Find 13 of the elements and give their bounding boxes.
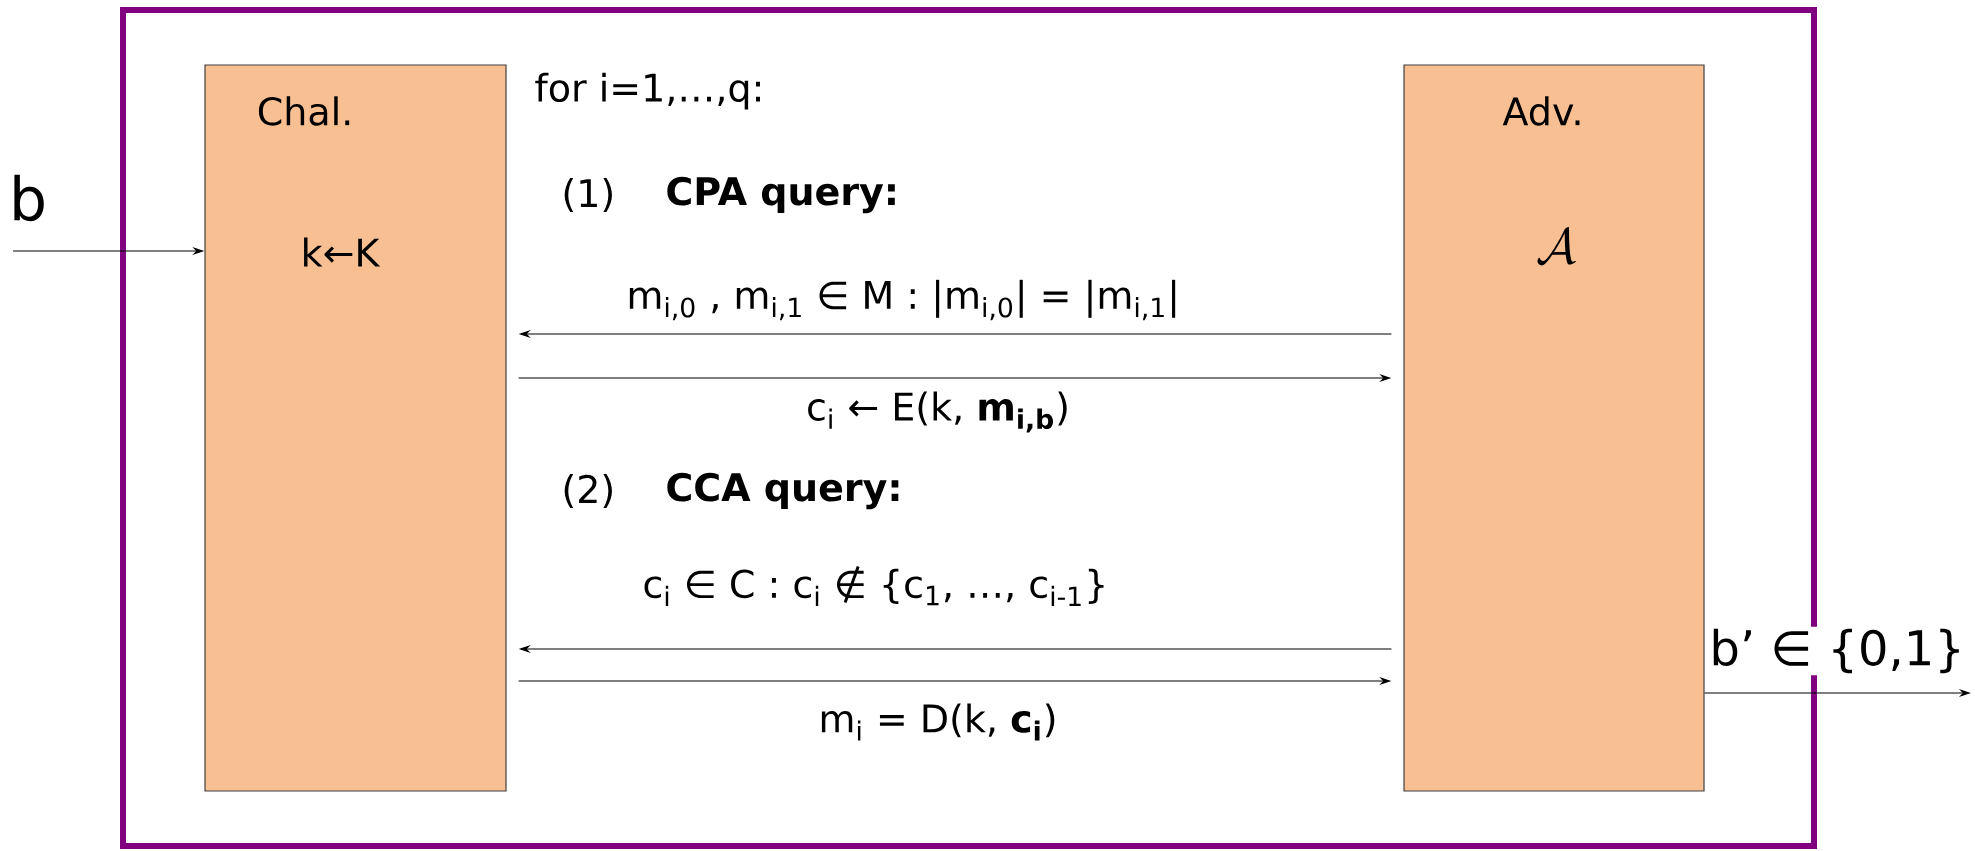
edge-label: b <box>6 172 50 224</box>
challenger-box: Chal. k←K <box>204 64 507 792</box>
text-label: m$_{i,0}$ , m$_{i,1}$ ∈ M : |m$_{i,0}$| = |m$_{i,1}$| <box>629 279 1176 321</box>
edge-label: m$_{i}$ = D(k, c$_{i}$) <box>816 701 1060 743</box>
text-label: (2) <box>564 474 612 508</box>
heading: CPA query: <box>667 176 895 214</box>
frame-border <box>120 7 1817 849</box>
heading: CCA query: <box>667 472 899 510</box>
edge-label: b’ ∈ {0,1} <box>1707 626 1967 676</box>
edge-label: c$_{i}$ ← E(k, m$_{i,b}$) <box>804 389 1072 435</box>
text-label: c$_{i}$ ∈ C : c$_{i}$ ∉ {c$_{1}$, …, c$_{i-1}$} <box>644 566 1104 606</box>
adversary-box: Adv. $\mathcal{A}$ <box>1403 64 1705 792</box>
text-label: (1) <box>564 178 612 212</box>
